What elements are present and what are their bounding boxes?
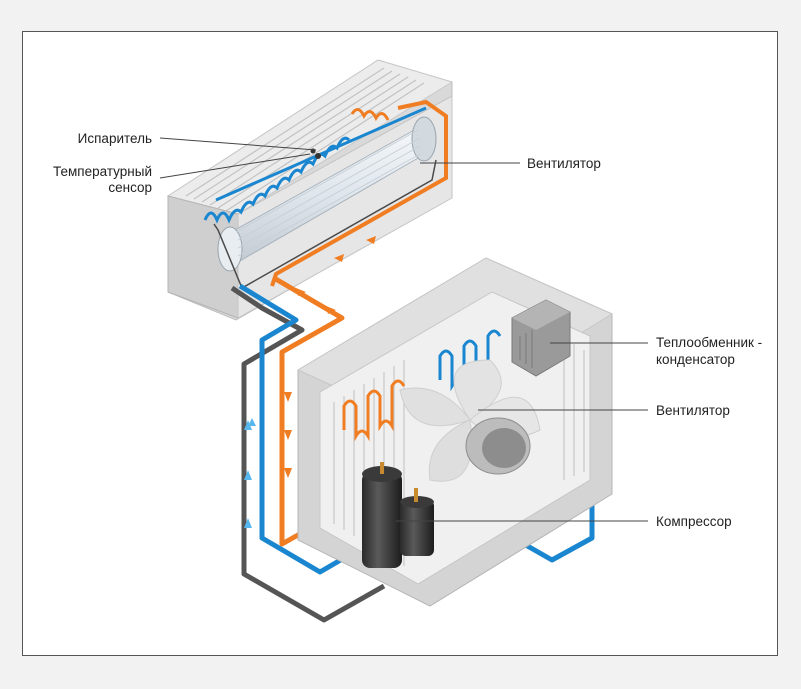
outdoor-unit (296, 257, 614, 607)
evaporator-label: Испаритель (78, 131, 152, 146)
callout-lines (159, 137, 648, 522)
indoor-unit (166, 59, 454, 321)
condenser-label-line1: Теплообменник - (656, 335, 762, 350)
temp-sensor-icon (315, 153, 321, 159)
compressor (362, 462, 434, 568)
indoor-fan-drum (217, 116, 437, 272)
temp-sensor-label-line2: сенсор (108, 180, 152, 195)
condenser-label-line2: конденсатор (656, 352, 735, 367)
evaporator-coil (203, 136, 351, 224)
compressor-label: Компрессор (656, 514, 732, 529)
return-line (230, 285, 386, 623)
temp-sensor-label-line1: Температурный (53, 164, 152, 179)
condenser-cold-coil (438, 329, 502, 392)
indoor-fan-label: Вентилятор (527, 156, 601, 171)
indoor-top-grille (185, 67, 425, 212)
outdoor-fan-label: Вентилятор (656, 403, 730, 418)
condenser-hot-coil (342, 379, 406, 442)
outdoor-fan (399, 359, 541, 482)
heat-exchanger (511, 299, 571, 377)
flow-arrows (244, 236, 376, 528)
